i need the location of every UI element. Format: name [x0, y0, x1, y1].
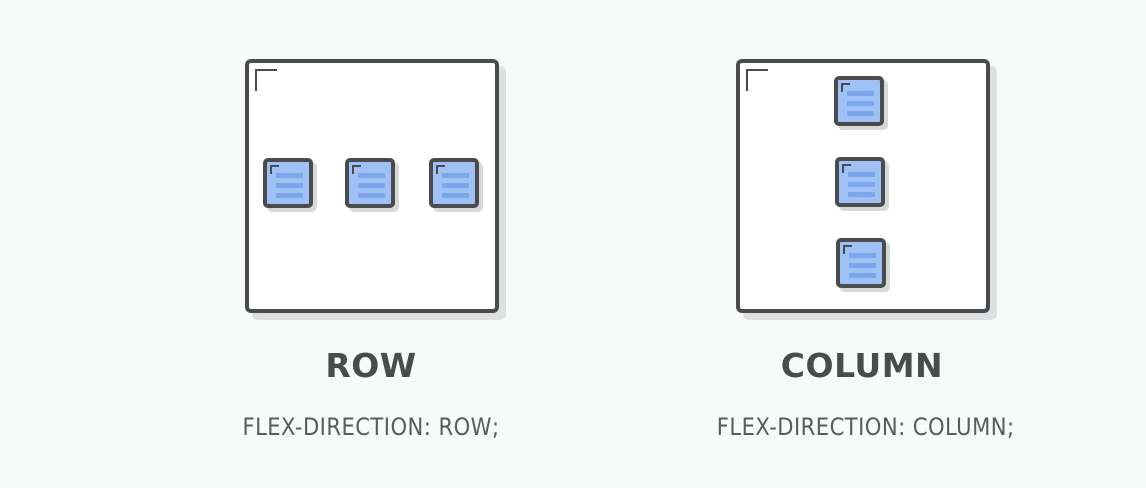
column-caption: FLEX-DIRECTION: COLUMN; — [716, 413, 1015, 441]
flex-item-document-icon — [835, 157, 885, 207]
flex-item-document-icon — [345, 158, 395, 208]
column-title: COLUMN — [780, 346, 944, 385]
corner-mark-icon — [255, 69, 277, 91]
column-example: COLUMN FLEX-DIRECTION: COLUMN; — [697, 0, 1027, 488]
flex-item-document-icon — [263, 158, 313, 208]
flex-item-document-icon — [429, 158, 479, 208]
flex-item-document-icon — [834, 76, 884, 126]
corner-mark-icon — [746, 69, 768, 91]
row-title: ROW — [325, 346, 417, 385]
row-example: ROW FLEX-DIRECTION: ROW; — [206, 0, 536, 488]
row-caption: FLEX-DIRECTION: ROW; — [242, 413, 500, 441]
flex-container-column — [736, 59, 990, 313]
flex-item-document-icon — [836, 238, 886, 288]
flex-container-row — [245, 59, 499, 313]
